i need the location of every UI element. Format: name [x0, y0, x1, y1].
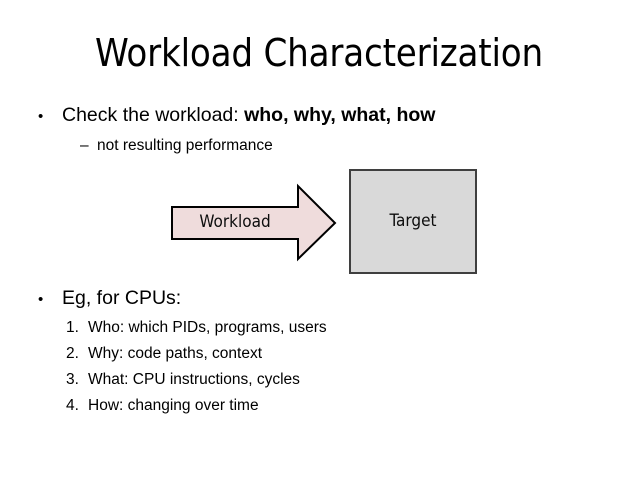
target-box-label: Target: [389, 211, 437, 231]
bullet-text-emphasis: who, why, what, how: [244, 104, 436, 126]
list-item-number: 1.: [66, 319, 79, 336]
bullet-item-label: Check the workload: who, why, what, how: [62, 103, 435, 127]
list-item: 4. How: changing over time: [66, 394, 259, 418]
list-item-label: Who: which PIDs, programs, users: [88, 319, 327, 336]
sub-bullet-item-not-resulting-performance: – not resulting performance: [80, 134, 273, 158]
list-item-number: 2.: [66, 345, 79, 362]
bullet-item-label: Eg, for CPUs:: [62, 287, 182, 309]
bullet-item-eg-for-cpus: • Eg, for CPUs:: [38, 286, 181, 312]
page-title: Workload Characterization: [95, 31, 543, 75]
bullet-text-lead: Check the workload:: [62, 104, 245, 126]
list-item-number: 4.: [66, 397, 79, 414]
workload-arrow-label: Workload: [199, 212, 271, 232]
sub-bullet-item-label: not resulting performance: [97, 137, 273, 154]
list-item-label: What: CPU instructions, cycles: [88, 371, 300, 388]
dash-marker-icon: –: [80, 137, 89, 154]
list-item-label: Why: code paths, context: [88, 345, 263, 362]
bullet-marker-icon: •: [38, 108, 44, 125]
list-item-number: 3.: [66, 371, 79, 388]
list-item: 3. What: CPU instructions, cycles: [66, 368, 300, 392]
list-item-label: How: changing over time: [88, 397, 259, 414]
list-item: 2. Why: code paths, context: [66, 342, 262, 366]
list-item: 1. Who: which PIDs, programs, users: [66, 316, 327, 340]
bullet-item-check-workload: • Check the workload: who, why, what, ho…: [38, 103, 435, 129]
bullet-marker-icon: •: [38, 291, 44, 308]
